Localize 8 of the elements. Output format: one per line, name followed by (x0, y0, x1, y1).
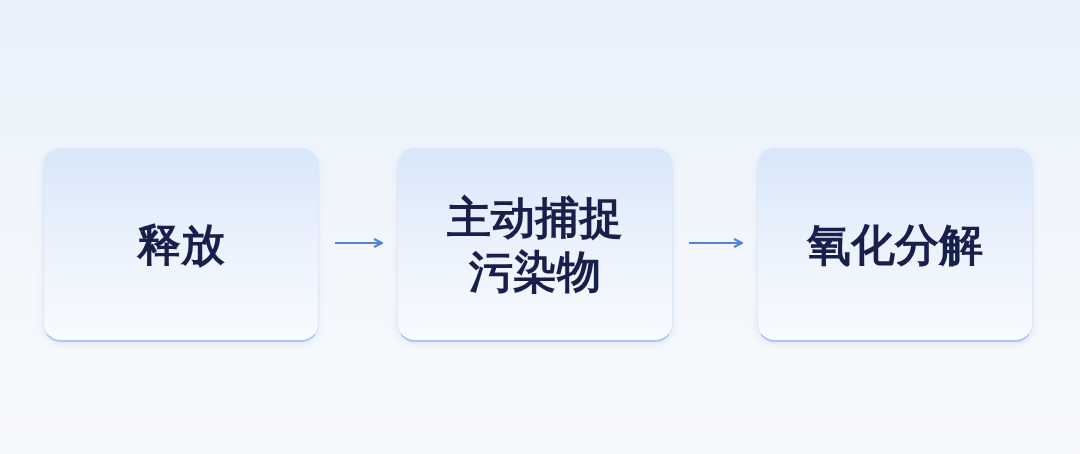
step-label: 主动捕捉污染物 (446, 190, 624, 299)
arrow (689, 237, 744, 249)
process-box (43, 148, 319, 342)
step-label: 释放 (137, 217, 225, 272)
step-label: 氧化分解 (807, 217, 983, 272)
process-box (397, 148, 673, 342)
process-box (757, 148, 1033, 342)
arrow (335, 237, 384, 249)
